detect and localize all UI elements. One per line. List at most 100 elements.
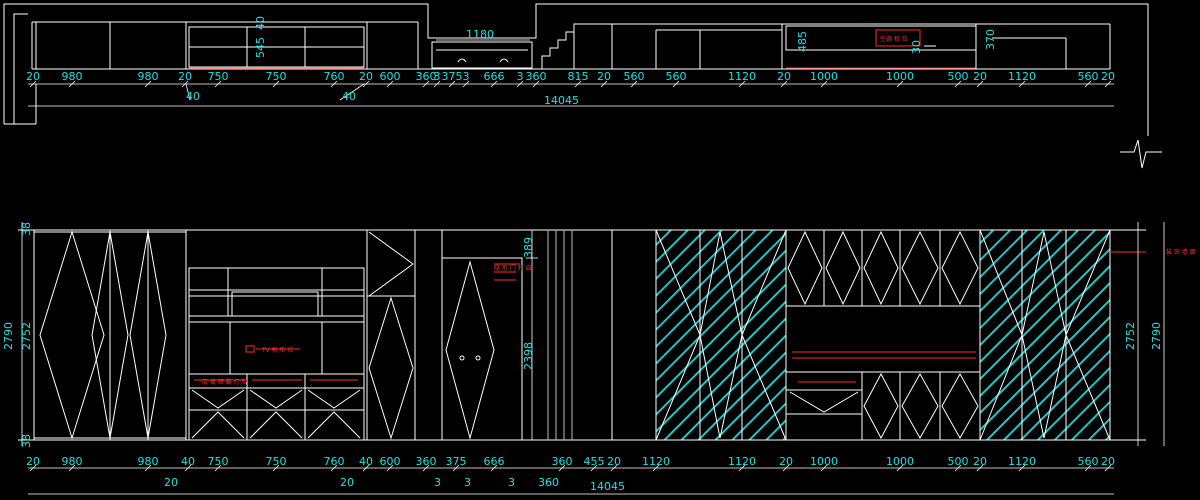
dim-tick (954, 464, 962, 472)
plan-inner-wall-left (13, 13, 28, 124)
dim-label: 20 (597, 70, 611, 83)
elev-dim-ticks (29, 464, 1112, 472)
dim-label: 980 (138, 455, 159, 468)
dim-label: 3 (517, 70, 524, 83)
dim-tick (362, 80, 370, 88)
dim-tick (652, 464, 660, 472)
dim-tick (782, 464, 790, 472)
dim-tick (272, 80, 280, 88)
dim-label: 3 (434, 70, 441, 83)
dim-tick (29, 80, 37, 88)
dim-tick (1104, 464, 1112, 472)
plan-dim-ticks (29, 80, 1112, 88)
dim-label: 1120 (642, 455, 670, 468)
dim-tick (630, 80, 638, 88)
plan-opening (431, 41, 533, 69)
dim-tick (672, 80, 680, 88)
dim-label: 560 (1078, 70, 1099, 83)
dim-label: 360 (416, 70, 437, 83)
dim-tick (362, 464, 370, 472)
dim-tick (433, 80, 441, 88)
hatch-note: 装 饰 墙 面 (1166, 248, 1196, 256)
plan-vdim-1: 545 (254, 37, 267, 58)
dim-tick (738, 80, 746, 88)
dim-tick (184, 464, 192, 472)
elev-outer-height-right: 2790 (1150, 322, 1163, 350)
dim-label: 500 (948, 70, 969, 83)
dim-tick (738, 464, 746, 472)
dim-tick (896, 464, 904, 472)
dim-tick (1018, 464, 1026, 472)
dim-tick (1018, 80, 1026, 88)
dim-label: 20 (973, 70, 987, 83)
dim-label: 750 (208, 455, 229, 468)
dim-label: 20 (1101, 70, 1115, 83)
dim-label: 375 (442, 70, 463, 83)
dim-label: 560 (624, 70, 645, 83)
dim-tick (1104, 80, 1112, 88)
dim-tick (558, 464, 566, 472)
door-dim-main: 2398 (522, 342, 535, 370)
dim-label: 1120 (1008, 70, 1036, 83)
side-cabinet (366, 229, 443, 441)
dim-label: 40 (359, 455, 373, 468)
wardrobe-left (34, 230, 187, 440)
dim-label: 750 (266, 455, 287, 468)
dim-tick (452, 464, 460, 472)
dim-label: 360 (416, 455, 437, 468)
door-note: 隐 形 门 开 启 (494, 264, 532, 272)
hidden-door (441, 257, 523, 441)
dim-tick (68, 80, 76, 88)
dim-label: 750 (208, 70, 229, 83)
dim-tick (422, 80, 430, 88)
dim-label: 980 (62, 70, 83, 83)
dim-tick (181, 80, 189, 88)
plan-leader-2 (339, 83, 365, 101)
dim-label: 560 (666, 70, 687, 83)
tv-niche-note: TV 机 柜 位 (261, 346, 294, 354)
elev-sub-dim-4: 3 (464, 476, 471, 489)
dim-tick (144, 80, 152, 88)
dim-label: 455 (584, 455, 605, 468)
dim-tick (896, 80, 904, 88)
dim-label: 1000 (810, 70, 838, 83)
dim-label: 20 (777, 70, 791, 83)
dim-label: 20 (26, 70, 40, 83)
plan-tag-label: 空调 机 位 (880, 35, 908, 43)
dim-tick (820, 80, 828, 88)
elev-total-dim: 14045 (590, 480, 625, 493)
dim-label: 600 (380, 70, 401, 83)
dim-tick (386, 464, 394, 472)
dim-tick (780, 80, 788, 88)
dim-tick (272, 464, 280, 472)
plan-tag-box (875, 29, 921, 47)
tv-unit (188, 267, 365, 441)
dim-tick (610, 464, 618, 472)
dim-label: 980 (62, 455, 83, 468)
plan-door-swing (457, 58, 509, 63)
elevation-view: TV 机 柜 位 层 板 暗 藏 灯 带 隐 形 门 开 启 (2, 222, 1196, 495)
dim-tick (214, 464, 222, 472)
dim-label: 20 (1101, 455, 1115, 468)
dim-label: 666 (484, 70, 505, 83)
dim-label: 360 (552, 455, 573, 468)
dim-label: 815 (568, 70, 589, 83)
dim-label: 980 (138, 70, 159, 83)
dim-label: 600 (380, 455, 401, 468)
dim-tick (214, 80, 222, 88)
dim-tick (462, 80, 470, 88)
dim-label: 750 (266, 70, 287, 83)
panel-strips (547, 230, 613, 440)
dim-label: 40 (181, 455, 195, 468)
dim-label: 360 (526, 70, 547, 83)
hatched-wall-1 (655, 229, 787, 441)
dim-tick (1084, 80, 1092, 88)
elev-sub-dim-1: 20 (164, 476, 178, 489)
dim-tick (330, 80, 338, 88)
desk-unit (785, 229, 981, 441)
dim-label: 1000 (886, 70, 914, 83)
dim-tick (976, 464, 984, 472)
dim-label: 20 (973, 455, 987, 468)
